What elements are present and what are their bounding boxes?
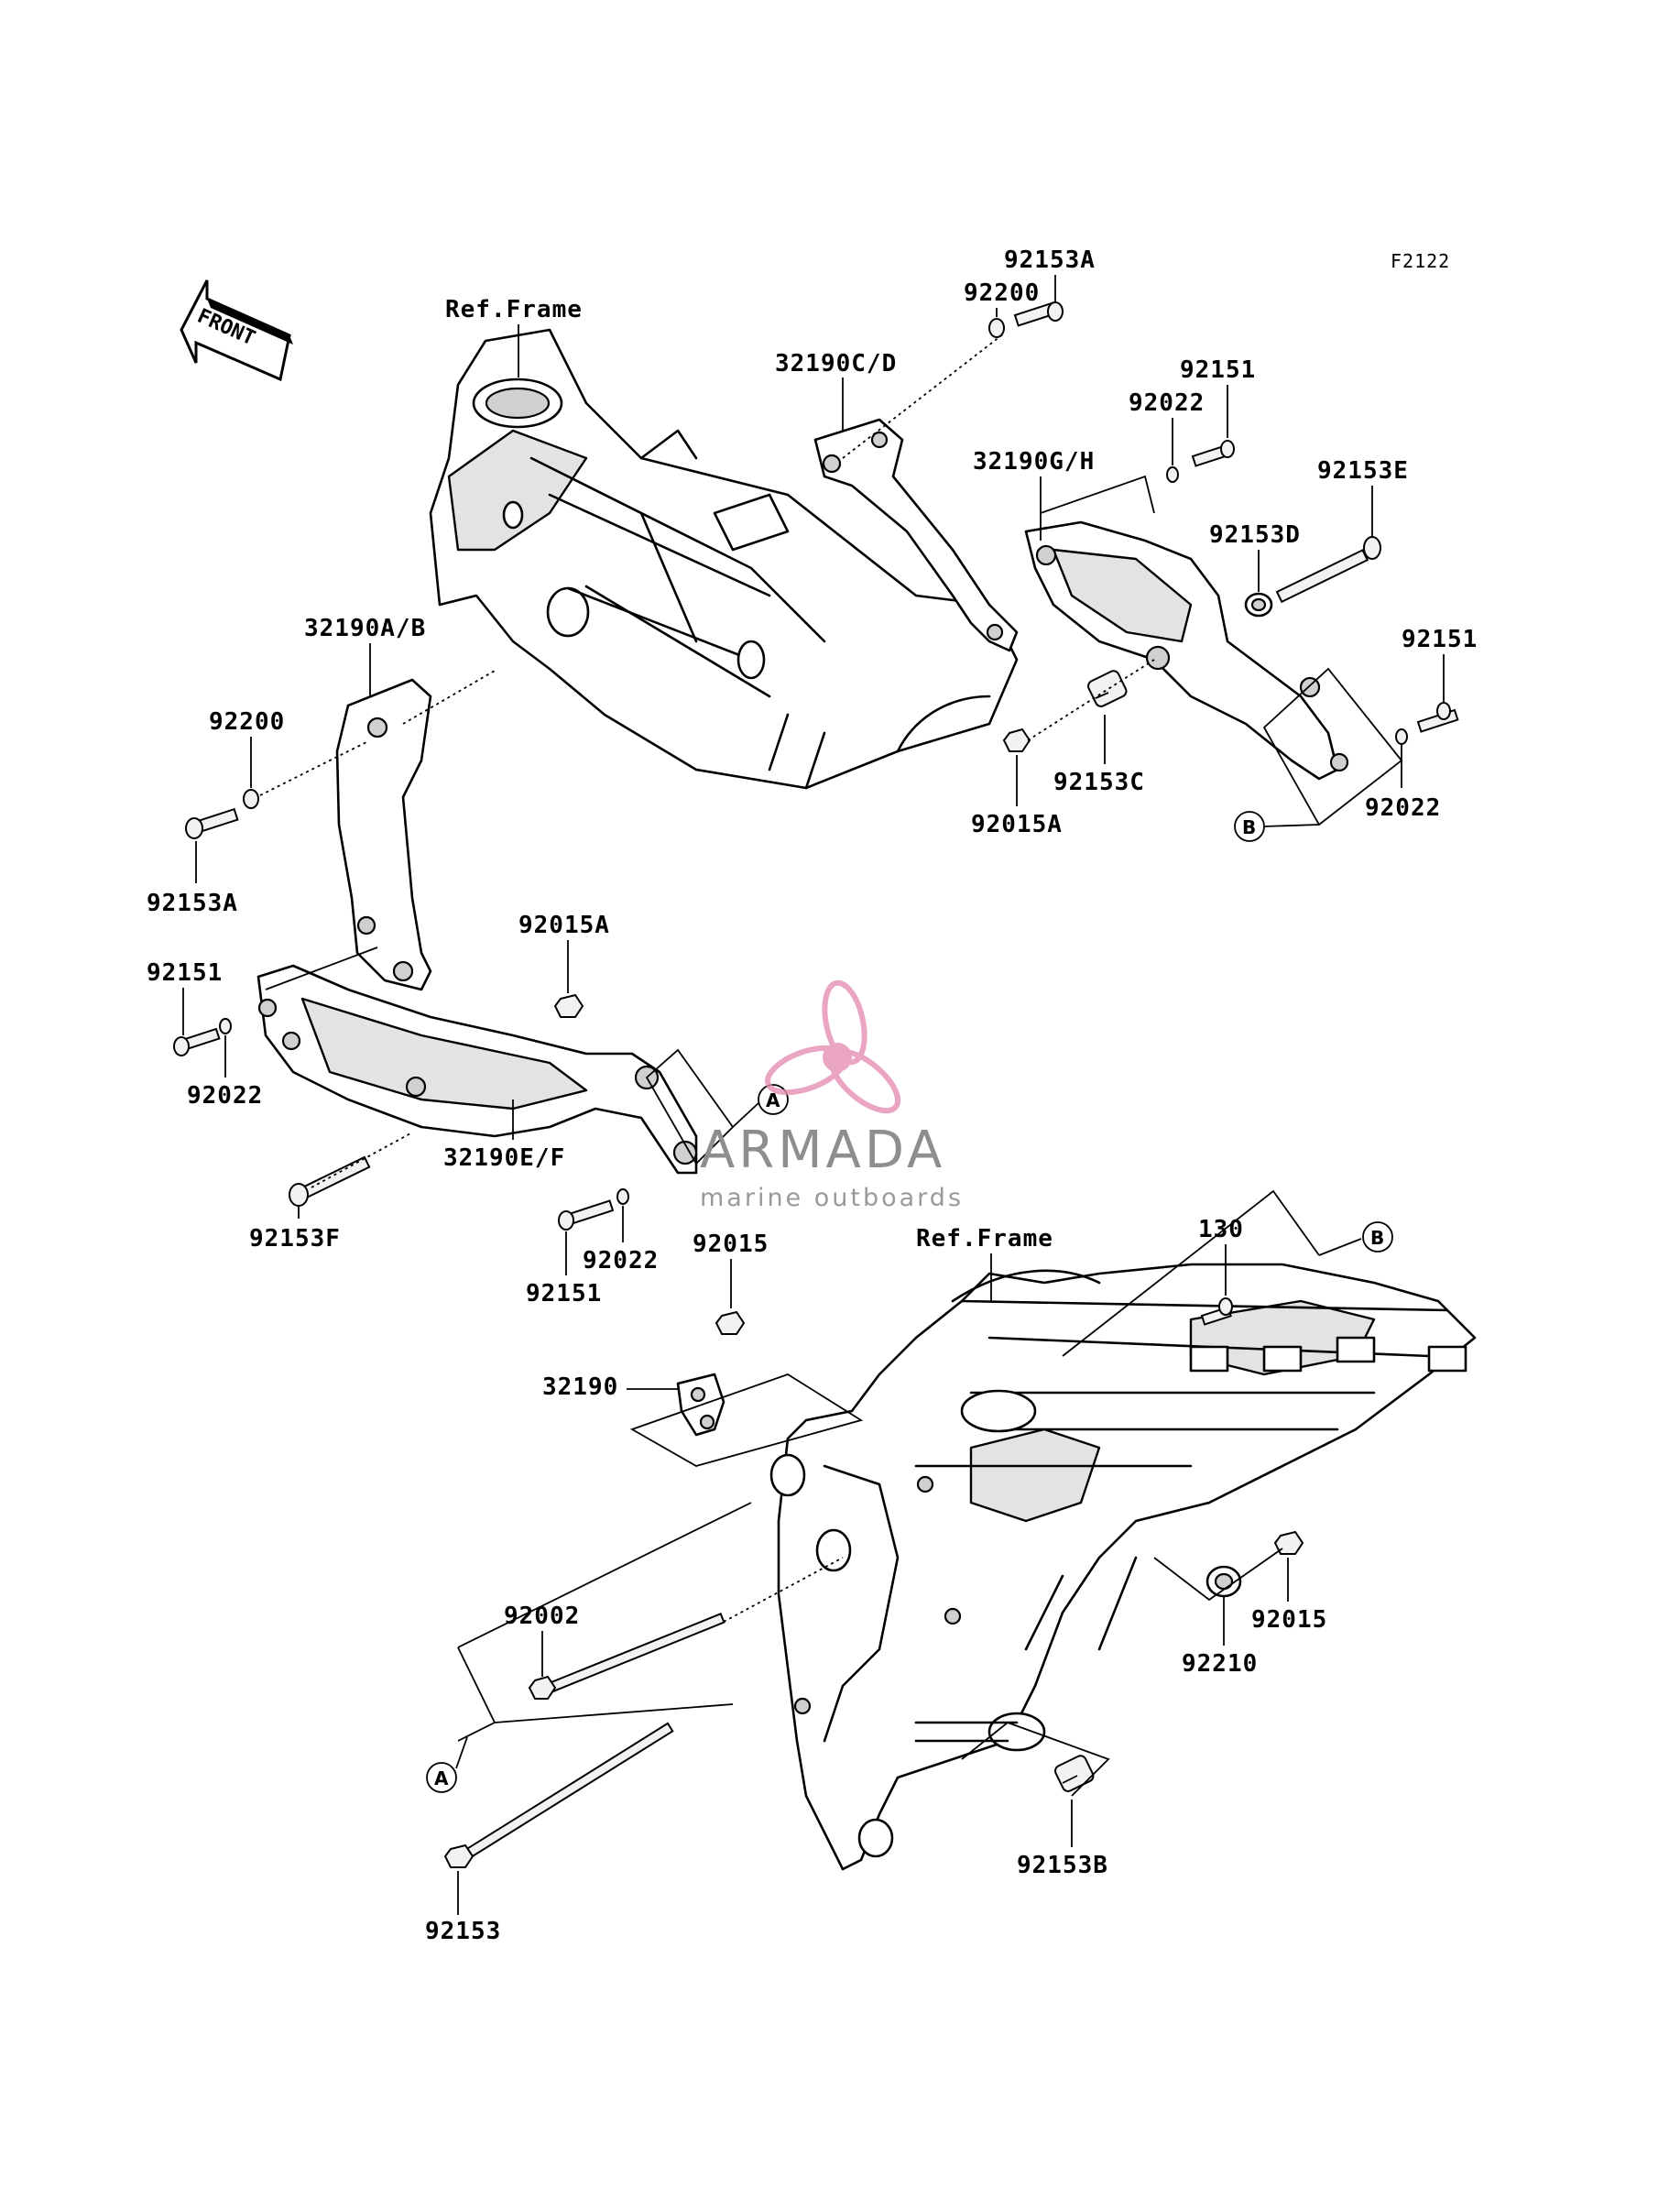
- label-92210: 92210: [1182, 1650, 1258, 1678]
- washer-92022-top: [1166, 466, 1179, 483]
- label-92153: 92153: [425, 1918, 501, 1945]
- bolt-92151-top: [1191, 440, 1235, 467]
- label-92015-top: 92015: [693, 1231, 769, 1258]
- watermark-tagline: marine outboards: [700, 1184, 964, 1212]
- label-92153d: 92153D: [1209, 521, 1301, 549]
- label-92022-left: 92022: [187, 1082, 263, 1110]
- label-130: 130: [1198, 1216, 1244, 1243]
- label-92015a-mid: 92015A: [518, 912, 610, 939]
- washer-92022-right: [1395, 728, 1408, 745]
- callout-b-upper: B: [1234, 667, 1403, 842]
- bracket-32190ef: [256, 964, 698, 1175]
- nut-92015a-right: [1002, 728, 1031, 752]
- bracket-32190: [629, 1373, 864, 1467]
- callout-a-lower-letter: A: [434, 1767, 449, 1789]
- label-92153f: 92153F: [249, 1225, 341, 1253]
- ref-frame-label-group: Ref.Frame: [445, 296, 583, 377]
- bolt-92151-left: [173, 1027, 221, 1056]
- label-32190gh: 32190G/H: [973, 448, 1095, 476]
- bolt-92153e: [1275, 536, 1381, 604]
- front-direction-arrow: FRONT: [180, 279, 293, 382]
- washer-92022-mid: [616, 1188, 629, 1205]
- collar-92153d: [1244, 592, 1273, 618]
- label-92153a-left: 92153A: [147, 890, 238, 917]
- washer-92200-top: [988, 318, 1005, 338]
- bolt-92153a-left: [185, 807, 239, 839]
- bolt-92151-mid: [558, 1199, 615, 1231]
- spacer-92153b: [1054, 1755, 1095, 1792]
- bolt-92002: [528, 1613, 725, 1700]
- armada-watermark: ARMADA marine outboards: [700, 979, 964, 1212]
- label-32190ef: 32190E/F: [443, 1144, 565, 1172]
- bolt-92153f: [289, 1155, 371, 1207]
- label-92022-top: 92022: [1129, 389, 1205, 417]
- callout-b-lower: B: [1062, 1189, 1393, 1357]
- watermark-brand: ARMADA: [700, 1121, 945, 1180]
- callout-b-upper-letter: B: [1242, 816, 1256, 838]
- nut-92015a-mid: [553, 993, 584, 1018]
- washer-92200-left: [243, 789, 259, 809]
- label-32190ab: 32190A/B: [304, 615, 426, 642]
- label-92022-mid: 92022: [583, 1247, 659, 1275]
- label-92151-mid: 92151: [526, 1280, 602, 1307]
- bracket-32190ab: [335, 670, 496, 991]
- callout-a-upper: A: [645, 1048, 789, 1165]
- nut-92015-top: [715, 1310, 746, 1335]
- label-92153e: 92153E: [1317, 457, 1409, 485]
- bracket-32190gh: [1024, 520, 1349, 781]
- spacer-92153c: [1087, 670, 1128, 707]
- label-92200-left: 92200: [209, 708, 285, 736]
- screw-130: [1200, 1297, 1233, 1326]
- washer-92022-left: [219, 1018, 232, 1034]
- bolt-92153a-top: [1013, 301, 1064, 327]
- label-92153c: 92153C: [1053, 769, 1145, 796]
- lower-frame-reference: [769, 1263, 1477, 1871]
- figure-code: F2122: [1391, 250, 1450, 272]
- bracket-32190cd: [813, 333, 1019, 652]
- ref-frame-lower-label: Ref.Frame: [916, 1225, 1053, 1253]
- label-92022-right: 92022: [1365, 794, 1441, 822]
- callout-a-upper-letter: A: [766, 1089, 780, 1111]
- label-92153b: 92153B: [1017, 1852, 1108, 1879]
- label-92015a-right: 92015A: [971, 811, 1063, 838]
- label-92151-right: 92151: [1402, 626, 1478, 653]
- callout-a-lower: A: [426, 1502, 752, 1793]
- label-92153a-top: 92153A: [1004, 246, 1096, 274]
- ref-frame-label: Ref.Frame: [445, 296, 583, 323]
- label-92151-top: 92151: [1180, 356, 1256, 384]
- label-92151-left: 92151: [147, 959, 223, 987]
- label-92015-right: 92015: [1251, 1606, 1327, 1634]
- propeller-icon: [765, 979, 901, 1114]
- label-32190: 32190: [542, 1373, 618, 1401]
- label-92200-top: 92200: [964, 279, 1040, 307]
- label-32190cd: 32190C/D: [775, 350, 897, 377]
- callout-b-lower-letter: B: [1370, 1227, 1384, 1249]
- upper-frame-reference: [429, 328, 1019, 790]
- bolt-92151-right: [1416, 702, 1459, 733]
- bolt-92153: [443, 1722, 674, 1868]
